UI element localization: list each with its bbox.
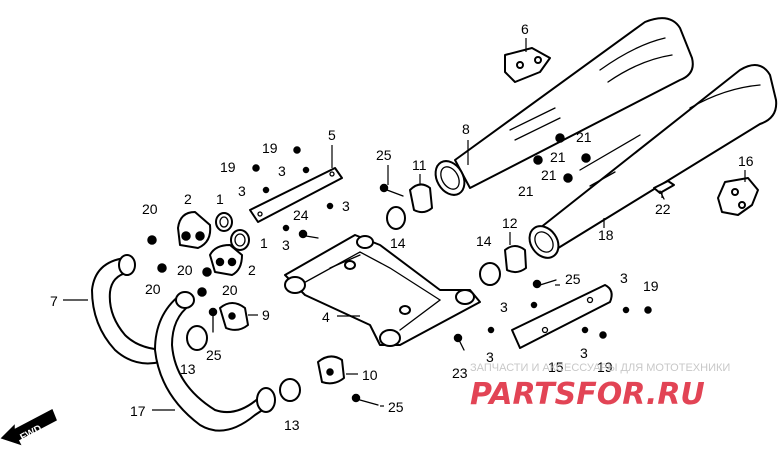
watermark-logo: PARTSFOR.RU (470, 377, 705, 412)
label-16: 16 (738, 153, 754, 169)
label-17: 17 (130, 403, 146, 419)
label-3a: 3 (278, 163, 286, 179)
label-4: 4 (322, 309, 330, 325)
label-14b: 14 (476, 233, 492, 249)
bolt-25c (208, 307, 218, 333)
ring-1b (230, 229, 250, 251)
label-25a: 25 (376, 147, 392, 163)
label-5: 5 (328, 127, 336, 143)
sleeve-14b (479, 262, 501, 286)
bolt-19c (644, 306, 652, 314)
label-20c: 20 (177, 262, 193, 278)
label-3h: 3 (580, 345, 588, 361)
label-23: 23 (452, 365, 468, 381)
bolt-19b (252, 164, 260, 172)
nut-21a (555, 133, 565, 143)
bolt-24 (298, 229, 319, 239)
label-21c: 21 (541, 167, 557, 183)
label-25b: 25 (565, 271, 581, 287)
label-3c: 3 (342, 198, 350, 214)
heat-shield-15 (511, 284, 613, 349)
label-7: 7 (50, 293, 58, 309)
clamp-11 (409, 183, 433, 214)
bolt-23 (453, 333, 465, 351)
fwd-arrow: FWD (0, 408, 57, 446)
clamp-9 (219, 302, 249, 331)
label-1b: 1 (260, 235, 268, 251)
label-3g: 3 (486, 349, 494, 365)
screw-3-set (262, 166, 630, 334)
bracket-16 (717, 177, 759, 216)
label-12: 12 (502, 215, 518, 231)
label-13b: 13 (284, 417, 300, 433)
label-8: 8 (462, 121, 470, 137)
label-19b: 19 (220, 159, 236, 175)
label-21d: 21 (518, 183, 534, 199)
label-13a: 13 (180, 361, 196, 377)
gasket-2-upper (177, 211, 212, 249)
muffler-8 (434, 17, 694, 196)
label-19c: 19 (643, 278, 659, 294)
ring-1 (215, 212, 233, 232)
label-15: 15 (548, 359, 564, 375)
bolt-25d (351, 393, 379, 406)
watermark-caption: ЗАПЧАСТИ И АКСЕССУАРЫ ДЛЯ МОТОТЕХНИКИ (470, 362, 730, 374)
label-21b: 21 (550, 149, 566, 165)
nut-20b (157, 263, 167, 273)
label-21a: 21 (576, 129, 592, 145)
label-6: 6 (521, 21, 529, 37)
label-20a: 20 (142, 201, 158, 217)
nut-20d (197, 287, 207, 297)
nut-20a (147, 235, 157, 245)
label-20d: 20 (222, 282, 238, 298)
frame-bracket-4 (284, 234, 481, 347)
label-19a: 19 (262, 140, 278, 156)
muffler-18 (528, 64, 778, 259)
bolt-25a (379, 183, 404, 197)
label-2: 2 (184, 191, 192, 207)
label-20b: 20 (145, 281, 161, 297)
nut-21c (563, 173, 573, 183)
label-3f: 3 (500, 299, 508, 315)
heat-shield-5 (249, 167, 343, 223)
callout-labels: 6 8 18 16 22 5 25 11 14 12 14 25 21 21 2… (50, 21, 754, 433)
bracket-6 (504, 47, 551, 83)
label-10: 10 (362, 367, 378, 383)
label-3b: 3 (238, 183, 246, 199)
bolt-19a (293, 146, 301, 154)
sleeve-13a (186, 325, 208, 351)
nut-21d (581, 153, 591, 163)
label-19d: 19 (597, 359, 613, 375)
exhaust-pipe-17 (154, 291, 276, 432)
label-1: 1 (216, 191, 224, 207)
label-3d: 3 (282, 237, 290, 253)
label-3e: 3 (620, 270, 628, 286)
nut-20c (202, 267, 212, 277)
label-14a: 14 (390, 235, 406, 251)
sleeve-13b (279, 378, 301, 402)
gasket-2-lower (209, 244, 243, 276)
bolt-25b (532, 279, 557, 289)
label-25d: 25 (388, 399, 404, 415)
sleeve-14a (386, 206, 406, 230)
label-18: 18 (598, 227, 614, 243)
clamp-12 (504, 245, 527, 274)
label-9: 9 (262, 307, 270, 323)
watermark: ЗАПЧАСТИ И АКСЕССУАРЫ ДЛЯ МОТОТЕХНИКИ PA… (470, 362, 730, 412)
label-2b: 2 (248, 262, 256, 278)
clamp-10 (317, 355, 345, 385)
label-25c: 25 (206, 347, 222, 363)
label-24: 24 (293, 207, 309, 223)
label-22: 22 (655, 201, 671, 217)
nut-21b (533, 155, 543, 165)
bolt-19d (599, 331, 607, 339)
leader-lines (63, 38, 746, 411)
label-11: 11 (412, 157, 427, 173)
